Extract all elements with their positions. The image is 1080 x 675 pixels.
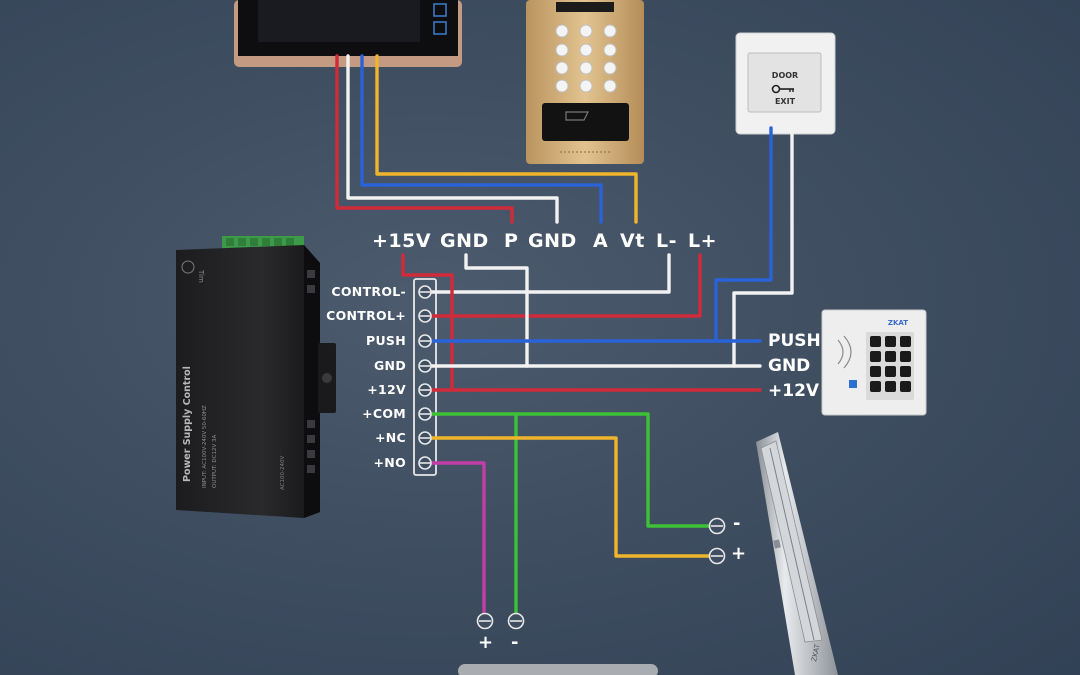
- terminal-label-no: +NO: [373, 455, 406, 470]
- terminal-label-com: +COM: [362, 406, 406, 421]
- psu-spec-2: OUTPUT: DC12V 3A: [212, 435, 218, 488]
- wire-yellow-monitor-vt: [375, 54, 638, 224]
- wire-blue-exit-push: [714, 126, 773, 342]
- top-terminal-l-plus: L+: [688, 230, 718, 252]
- top-terminal-gnd-2: GND: [528, 230, 577, 252]
- wire-yellow-nc: [426, 436, 718, 558]
- wire-red-15v-down: [401, 253, 454, 392]
- wire-green-com: [426, 412, 718, 528]
- wire-white-exit-gnd: [732, 126, 794, 368]
- screw-no: [418, 456, 432, 470]
- screw-gnd: [418, 359, 432, 373]
- wire-red-lplus-control: [426, 253, 702, 318]
- door-exit-button: DOOR EXIT: [735, 32, 836, 135]
- terminal-label-gnd: GND: [374, 358, 406, 373]
- exit-label-exit: EXIT: [775, 97, 796, 106]
- outdoor-door-station: [526, 0, 644, 164]
- keypad-label-gnd: GND: [768, 356, 811, 376]
- exit-label-door: DOOR: [772, 71, 798, 80]
- top-terminal-15v: +15V: [372, 230, 432, 252]
- maglock-label-plus: +: [731, 543, 747, 564]
- bottom-label-plus: +: [478, 632, 494, 653]
- keypad-brand: ZKAT: [888, 319, 908, 327]
- screw-com: [418, 407, 432, 421]
- screw-12v: [418, 383, 432, 397]
- screw-nc: [418, 431, 432, 445]
- psu-spec-1: INPUT: AC100V-240V 50-60HZ: [202, 405, 208, 488]
- terminal-label-control-plus: CONTROL+: [326, 308, 406, 323]
- maglock-label-minus: -: [733, 513, 741, 534]
- keypad-label-push: PUSH: [768, 331, 821, 351]
- psu-brand: Tim: [197, 269, 205, 283]
- screw-lock-plus: [708, 547, 726, 565]
- wire-red-monitor-p: [335, 54, 514, 224]
- screw-control-minus: [418, 285, 432, 299]
- magnetic-lock: [756, 432, 838, 675]
- screw-control-plus: [418, 309, 432, 323]
- wire-magenta-no: [426, 461, 486, 620]
- maglock-brand: ZKAT: [810, 643, 822, 663]
- terminal-label-control-minus: CONTROL-: [331, 284, 406, 299]
- psu-title: Power Supply Control: [182, 366, 193, 482]
- bottom-device-edge: [458, 664, 658, 675]
- indoor-monitor: [234, 0, 462, 67]
- screw-lock-minus: [708, 517, 726, 535]
- terminal-label-12v: +12V: [367, 382, 406, 397]
- wire-white-gnd-down: [464, 253, 529, 368]
- top-terminal-p: P: [504, 230, 519, 252]
- screw-bottom-plus: [476, 612, 494, 630]
- terminal-label-nc: +NC: [374, 430, 406, 445]
- terminal-block: [413, 278, 437, 476]
- key-icon: [771, 84, 794, 94]
- psu-side-text: AC100-240V: [280, 456, 286, 490]
- bottom-label-minus: -: [511, 632, 519, 653]
- top-terminal-vt: Vt: [620, 230, 645, 252]
- top-terminal-gnd-1: GND: [440, 230, 489, 252]
- wire-white-lminus-control: [426, 253, 671, 294]
- top-terminal-l-minus: L-: [656, 230, 677, 252]
- access-keypad: ZKAT: [821, 309, 927, 416]
- top-terminal-a: A: [593, 230, 609, 252]
- wire-white-monitor-gnd: [346, 54, 559, 224]
- screw-bottom-minus: [507, 612, 525, 630]
- terminal-label-push: PUSH: [366, 333, 406, 348]
- keypad-label-12v: +12V: [768, 381, 820, 401]
- wire-blue-monitor-a: [360, 54, 603, 224]
- screw-push: [418, 334, 432, 348]
- power-supply-unit: [176, 236, 336, 518]
